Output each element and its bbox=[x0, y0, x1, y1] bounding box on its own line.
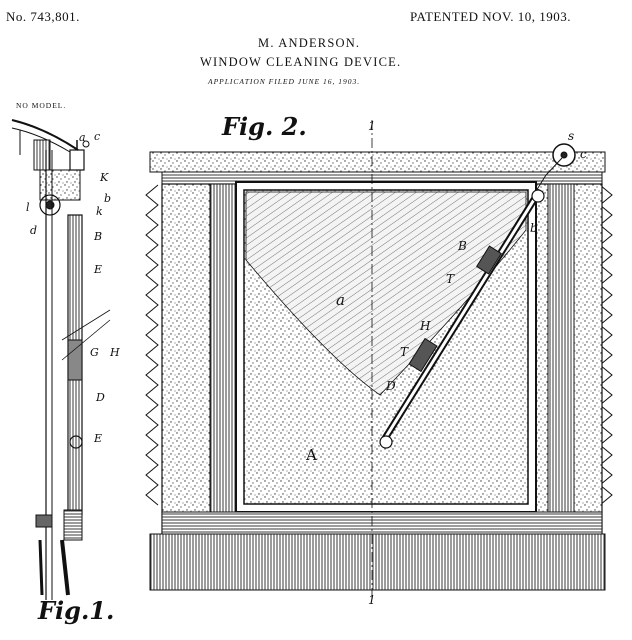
figure-1-side-view bbox=[11, 119, 111, 600]
fig1-ref-d: d bbox=[30, 224, 37, 237]
fig2-ref-s: s bbox=[568, 129, 574, 143]
fig2-section-mark-top: 1 bbox=[368, 119, 376, 133]
fig1-ref-E-upper: E bbox=[93, 263, 102, 276]
inventor-name: M. ANDERSON. bbox=[258, 36, 361, 50]
fig1-ref-k: k bbox=[96, 205, 103, 218]
application-filed: APPLICATION FILED JUNE 16, 1903. bbox=[208, 77, 361, 86]
fig1-ref-b: b bbox=[104, 192, 111, 205]
no-model-note: NO MODEL. bbox=[16, 101, 67, 110]
fig1-ref-D: D bbox=[95, 391, 105, 404]
fig1-ref-B: B bbox=[93, 230, 102, 243]
fig1-ref-c: c bbox=[94, 130, 100, 143]
fig2-ref-T-upper: T bbox=[446, 272, 455, 286]
fig2-ref-A: A bbox=[305, 446, 317, 464]
fig1-ref-H: H bbox=[109, 346, 120, 359]
figure-1-label: Fig.1. bbox=[38, 596, 115, 625]
fig1-ref-E-lower: E bbox=[93, 432, 102, 445]
fig1-ref-G: G bbox=[90, 346, 99, 359]
fig2-ref-D: D bbox=[385, 379, 396, 393]
fig2-ref-a: a bbox=[336, 291, 345, 309]
figure-2-front-view bbox=[145, 120, 613, 600]
patent-date: PATENTED NOV. 10, 1903. bbox=[410, 9, 572, 24]
fig2-ref-b: b bbox=[530, 221, 538, 235]
patent-number: No. 743,801. bbox=[6, 9, 80, 24]
fig1-ref-K: K bbox=[99, 171, 109, 184]
fig1-ref-l: l bbox=[26, 201, 30, 214]
fig2-ref-c: c bbox=[580, 147, 587, 161]
fig2-section-mark-bottom: 1 bbox=[368, 593, 376, 607]
fig2-ref-T-lower: T bbox=[400, 345, 409, 359]
fig2-ref-H: H bbox=[419, 319, 431, 333]
fig2-ref-B: B bbox=[457, 239, 467, 253]
fig1-ref-a: a bbox=[79, 131, 86, 144]
figure-2-label: Fig. 2. bbox=[222, 112, 307, 141]
invention-title: WINDOW CLEANING DEVICE. bbox=[200, 55, 402, 69]
